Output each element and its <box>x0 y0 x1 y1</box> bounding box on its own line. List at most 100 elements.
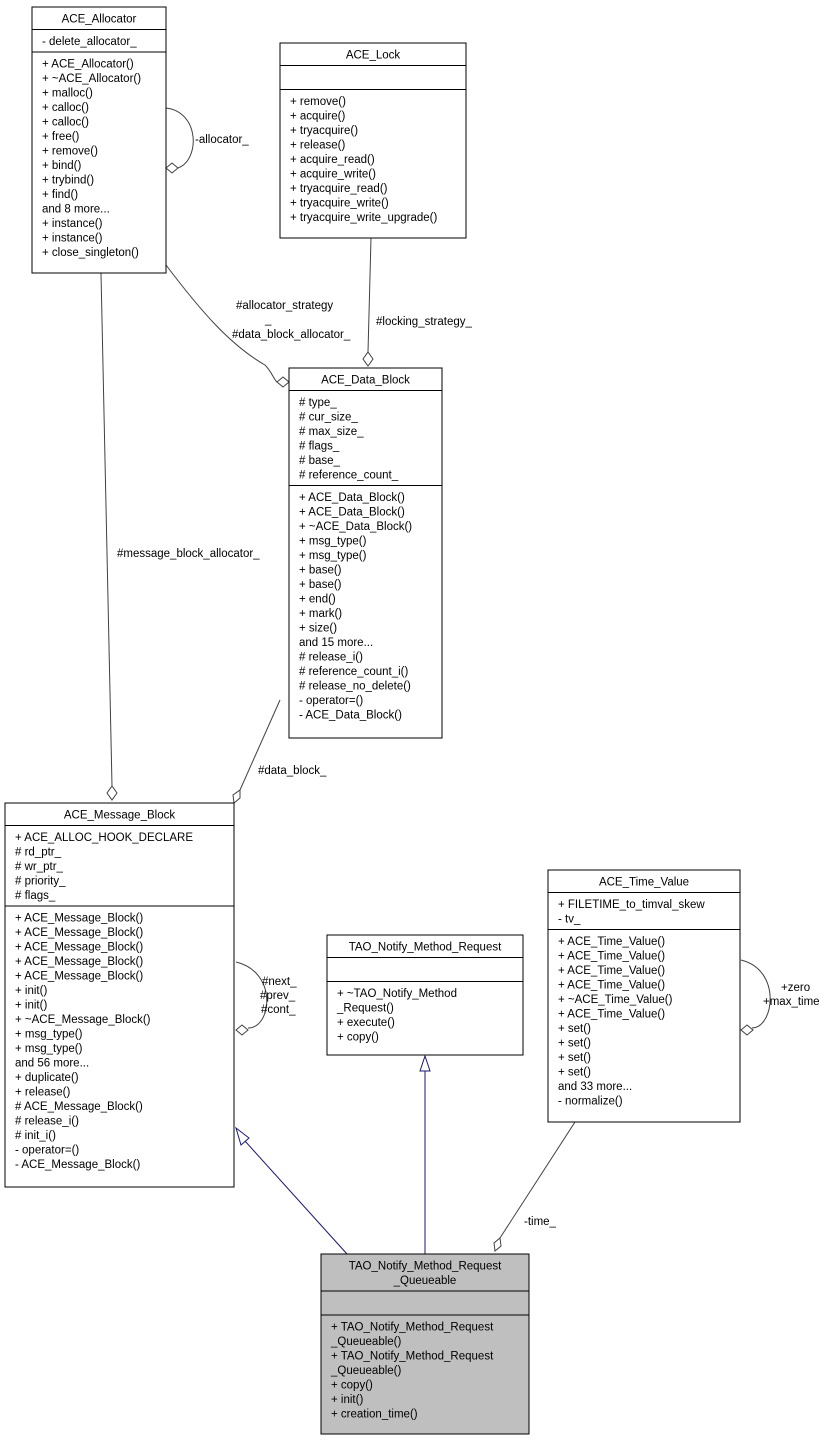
class-method: - ACE_Data_Block() <box>299 710 402 722</box>
class-method: + size() <box>299 623 337 635</box>
class-method: + msg_type() <box>15 1043 83 1055</box>
class-title: ACE_Allocator <box>62 14 137 26</box>
class-method: + init() <box>15 1000 47 1012</box>
class-method: and 56 more... <box>15 1058 89 1070</box>
class-method: + find() <box>42 189 78 201</box>
data-block-box <box>288 367 443 739</box>
class-method: + set() <box>558 1052 591 1064</box>
arrow-inherit-method-request <box>419 1054 431 1072</box>
edge-allocator-data-block <box>165 264 278 383</box>
class-method: + ACE_Message_Block() <box>15 942 143 954</box>
class-method: + msg_type() <box>299 536 367 548</box>
class-method: + bind() <box>42 160 81 172</box>
class-method: + tryacquire_write_upgrade() <box>290 212 438 224</box>
class-method: + ACE_Allocator() <box>42 59 134 71</box>
allocator-box <box>31 6 167 274</box>
arrow-inherit-message-block <box>235 1126 250 1146</box>
class-method: # release_i() <box>15 1116 79 1128</box>
class-method: + ACE_Data_Block() <box>299 492 405 504</box>
class-method: + creation_time() <box>331 1409 418 1421</box>
method-request-box <box>326 934 524 1056</box>
class-method: + ACE_Time_Value() <box>558 951 665 963</box>
class-ace-time-value: ACE_Time_Value+ FILETIME_to_timval_skew-… <box>547 869 741 1123</box>
class-method: + trybind() <box>42 175 94 187</box>
class-method: + release() <box>290 140 345 152</box>
edge-label-underscore: _ <box>264 314 272 326</box>
edge-allocator-message-block <box>100 272 113 787</box>
class-attribute: # max_size_ <box>299 426 364 438</box>
class-method: + base() <box>299 579 342 591</box>
class-method: + ACE_Message_Block() <box>15 971 143 983</box>
class-method: + ~ACE_Message_Block() <box>15 1014 151 1026</box>
class-method: + set() <box>558 1067 591 1079</box>
queueable-box <box>320 1253 530 1435</box>
class-method: + ~ACE_Time_Value() <box>558 994 673 1006</box>
edge-label-allocator-strategy: #allocator_strategy <box>236 300 333 312</box>
diamond-time-value-self <box>740 1024 754 1036</box>
lock-box <box>279 42 467 239</box>
edge-time-value-queueable <box>499 1121 576 1239</box>
class-attribute: # flags_ <box>299 441 340 453</box>
class-method: + mark() <box>299 608 342 620</box>
class-attribute: # flags_ <box>15 890 56 902</box>
diamond-time <box>493 1237 502 1252</box>
class-method: + acquire_write() <box>290 169 376 181</box>
class-method: + remove() <box>290 96 346 108</box>
class-method: + set() <box>558 1038 591 1050</box>
class-attribute: # priority_ <box>15 876 66 888</box>
class-method: - ACE_Message_Block() <box>15 1159 140 1171</box>
class-method: and 15 more... <box>299 637 373 649</box>
class-method: - operator=() <box>15 1145 79 1157</box>
class-method: + instance() <box>42 233 103 245</box>
class-method: + copy() <box>337 1032 379 1044</box>
class-method: # release_i() <box>299 652 363 664</box>
class-title: _Queueable <box>393 1275 457 1287</box>
class-method: + init() <box>331 1394 363 1406</box>
diamond-data-block <box>232 789 241 804</box>
class-ace-allocator: ACE_Allocator- delete_allocator_+ ACE_Al… <box>31 6 167 274</box>
class-title: ACE_Lock <box>346 50 401 62</box>
time-value-box <box>547 869 741 1123</box>
class-method: + instance() <box>42 218 103 230</box>
class-method: + free() <box>42 131 80 143</box>
edge-label-time: -time_ <box>524 1216 557 1228</box>
diamond-data-block-allocator <box>276 376 290 388</box>
edge-label-prev: #prev_ <box>260 990 296 1002</box>
class-attribute: # base_ <box>299 455 341 467</box>
class-method: - operator=() <box>299 695 363 707</box>
class-attribute: - tv_ <box>558 914 581 926</box>
class-tao-notify-method-request: TAO_Notify_Method_Request+ ~TAO_Notify_M… <box>326 934 524 1056</box>
class-attribute: # rd_ptr_ <box>15 847 62 859</box>
edge-data-block-message-block <box>239 699 281 791</box>
edge-allocator-self <box>165 107 194 169</box>
class-method: # reference_count_i() <box>299 666 408 678</box>
class-method: + duplicate() <box>15 1072 79 1084</box>
class-method: _Request() <box>336 1003 394 1015</box>
class-method: + TAO_Notify_Method_Request <box>331 1322 494 1334</box>
class-method: + calloc() <box>42 117 89 129</box>
class-method: + ACE_Message_Block() <box>15 927 143 939</box>
class-attribute: # type_ <box>299 397 337 409</box>
edge-label-max-time: +max_time <box>763 996 820 1008</box>
edge-label-cont: #cont_ <box>261 1004 296 1016</box>
edge-message-block-self <box>235 961 268 1029</box>
class-method: + init() <box>15 985 47 997</box>
class-method: + base() <box>299 565 342 577</box>
class-tao-notify-method-request-queueable: TAO_Notify_Method_Request_Queueable+ TAO… <box>320 1253 530 1435</box>
class-method: + close_singleton() <box>42 247 139 259</box>
class-title: ACE_Message_Block <box>64 810 175 822</box>
edge-lock-data-block <box>367 237 372 353</box>
class-ace-lock: ACE_Lock+ remove()+ acquire()+ tryacquir… <box>279 42 467 239</box>
diamond-message-block-allocator <box>106 785 118 801</box>
message-block-box <box>4 802 235 1188</box>
class-attribute: + FILETIME_to_timval_skew <box>558 899 705 911</box>
class-method: + msg_type() <box>15 1029 83 1041</box>
class-method: + set() <box>558 1023 591 1035</box>
class-method: + ACE_Time_Value() <box>558 936 665 948</box>
class-method: + tryacquire_read() <box>290 183 388 195</box>
class-method: + ~ACE_Allocator() <box>42 73 141 85</box>
class-method: + execute() <box>337 1017 395 1029</box>
class-title: TAO_Notify_Method_Request <box>349 942 502 954</box>
class-method: and 33 more... <box>558 1081 632 1093</box>
